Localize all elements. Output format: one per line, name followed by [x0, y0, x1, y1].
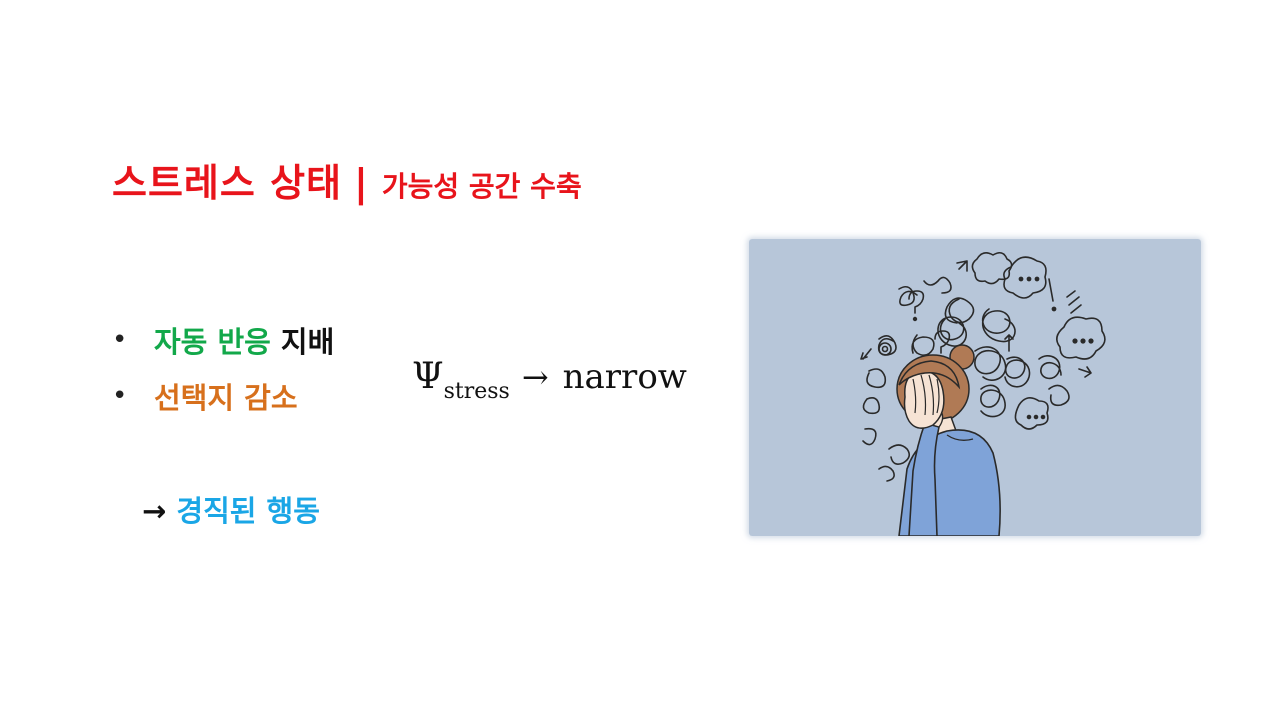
title-subtitle: 가능성 공간 수축	[381, 170, 582, 203]
stressed-woman-illustration	[749, 239, 1201, 536]
bullet-colored-text: 선택지 감소	[154, 381, 298, 415]
formula-rhs: narrow	[562, 357, 687, 397]
bullet-colored-text: 자동 반응	[154, 325, 271, 359]
formula: Ψstress → narrow	[412, 356, 687, 404]
bullet-text: 자동 반응 지배	[154, 319, 334, 361]
slide-title: 스트레스 상태 | 가능성 공간 수축	[112, 152, 582, 207]
bullet-marker: •	[112, 325, 128, 355]
result-line: → 경직된 행동	[142, 488, 320, 530]
bullet-item-choice-reduction: • 선택지 감소	[112, 368, 334, 424]
bullet-plain-text: 지배	[270, 325, 335, 359]
result-text: 경직된 행동	[176, 494, 320, 528]
title-separator: |	[354, 161, 368, 205]
bullet-marker: •	[112, 381, 128, 411]
title-main: 스트레스 상태	[112, 161, 342, 205]
bullet-text: 선택지 감소	[154, 375, 298, 417]
bullet-item-automatic-response: • 자동 반응 지배	[112, 312, 334, 368]
result-arrow: →	[142, 494, 167, 528]
formula-arrow: →	[521, 358, 549, 396]
bullet-list: • 자동 반응 지배 • 선택지 감소	[112, 312, 334, 424]
formula-subscript: stress	[443, 379, 510, 404]
formula-symbol: Ψ	[412, 356, 444, 397]
